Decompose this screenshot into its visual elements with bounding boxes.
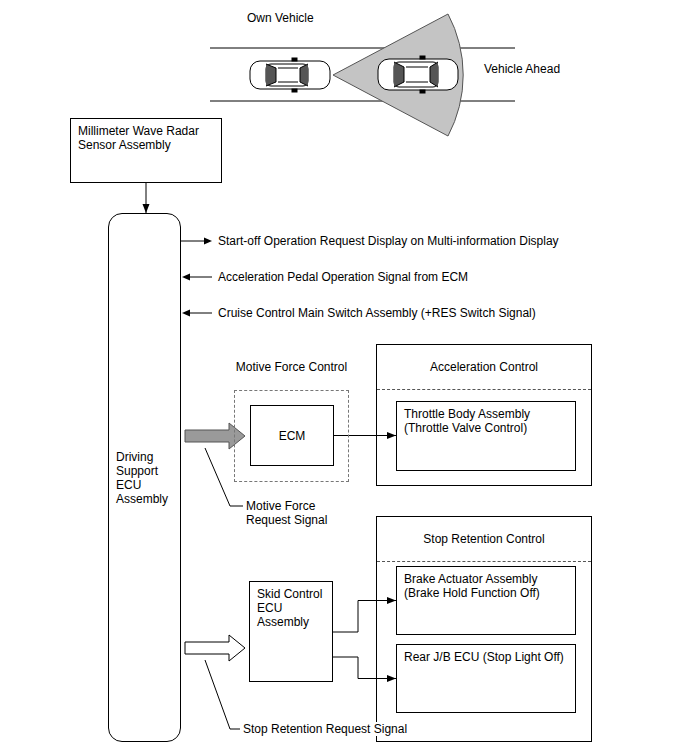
vehicle-ahead — [378, 56, 458, 93]
group-heading: Motive Force Control — [228, 360, 355, 374]
road-line — [210, 101, 515, 102]
radar-cone — [333, 14, 463, 136]
signal-label: Motive Force Request Signal — [246, 499, 356, 527]
request-arrow-hollow — [185, 635, 245, 661]
leader-line — [205, 660, 240, 729]
connector — [333, 657, 396, 682]
node-text: Rear J/B ECU (Stop Light Off) — [404, 650, 568, 664]
connector — [334, 432, 396, 439]
vehicle-label: Own Vehicle — [247, 11, 314, 25]
control-panel: Acceleration ControlThrottle Body Assemb… — [376, 344, 592, 486]
arrowhead — [143, 204, 150, 213]
node-text: Driving Support ECU Assembly — [116, 450, 174, 506]
connector-line — [333, 657, 396, 679]
component-box: Throttle Body Assembly (Throttle Valve C… — [396, 401, 576, 471]
dashed-divider — [377, 561, 591, 562]
arrowhead — [387, 597, 396, 604]
component-box: ECM — [250, 405, 334, 466]
component-box: Skid Control ECU Assembly — [249, 581, 333, 682]
vehicle-label: Vehicle Ahead — [484, 62, 560, 76]
group-heading: Acceleration Control — [377, 345, 591, 389]
leader-line — [205, 448, 243, 506]
node-text: Brake Actuator Assembly (Brake Hold Func… — [404, 572, 568, 600]
node-text: ECM — [279, 429, 306, 443]
connector-line — [334, 435, 396, 436]
connector — [143, 183, 150, 213]
connector — [185, 423, 245, 449]
signal-label: Start-off Operation Request Display on M… — [218, 234, 559, 248]
node-text: Millimeter Wave Radar Sensor Assembly — [78, 124, 214, 152]
connector-line — [333, 601, 396, 633]
request-arrow — [185, 423, 245, 449]
connector — [333, 597, 396, 632]
arrowhead — [387, 432, 396, 439]
own-car — [250, 58, 330, 92]
group-heading: Stop Retention Control — [377, 517, 591, 561]
component-box: Brake Actuator Assembly (Brake Hold Func… — [396, 566, 576, 635]
signal-arrow — [181, 238, 212, 317]
component-box: Rear J/B ECU (Stop Light Off) — [396, 644, 576, 713]
ecu-box: Driving Support ECU Assembly — [108, 213, 181, 742]
arrowhead — [387, 675, 396, 682]
connector — [185, 635, 245, 661]
control-panel: Stop Retention ControlBrake Actuator Ass… — [376, 516, 592, 742]
signal-label: Cruise Control Main Switch Assembly (+RE… — [218, 306, 536, 320]
control-group: Motive Force ControlECM — [228, 360, 355, 484]
road-line — [210, 48, 515, 49]
node-text: Throttle Body Assembly (Throttle Valve C… — [404, 407, 568, 435]
node-text: Skid Control ECU Assembly — [257, 587, 325, 629]
component-box: Millimeter Wave Radar Sensor Assembly — [70, 118, 222, 183]
signal-label: Acceleration Pedal Operation Signal from… — [218, 270, 468, 284]
signal-label: Stop Retention Request Signal — [243, 722, 407, 736]
dashed-divider — [377, 389, 591, 390]
